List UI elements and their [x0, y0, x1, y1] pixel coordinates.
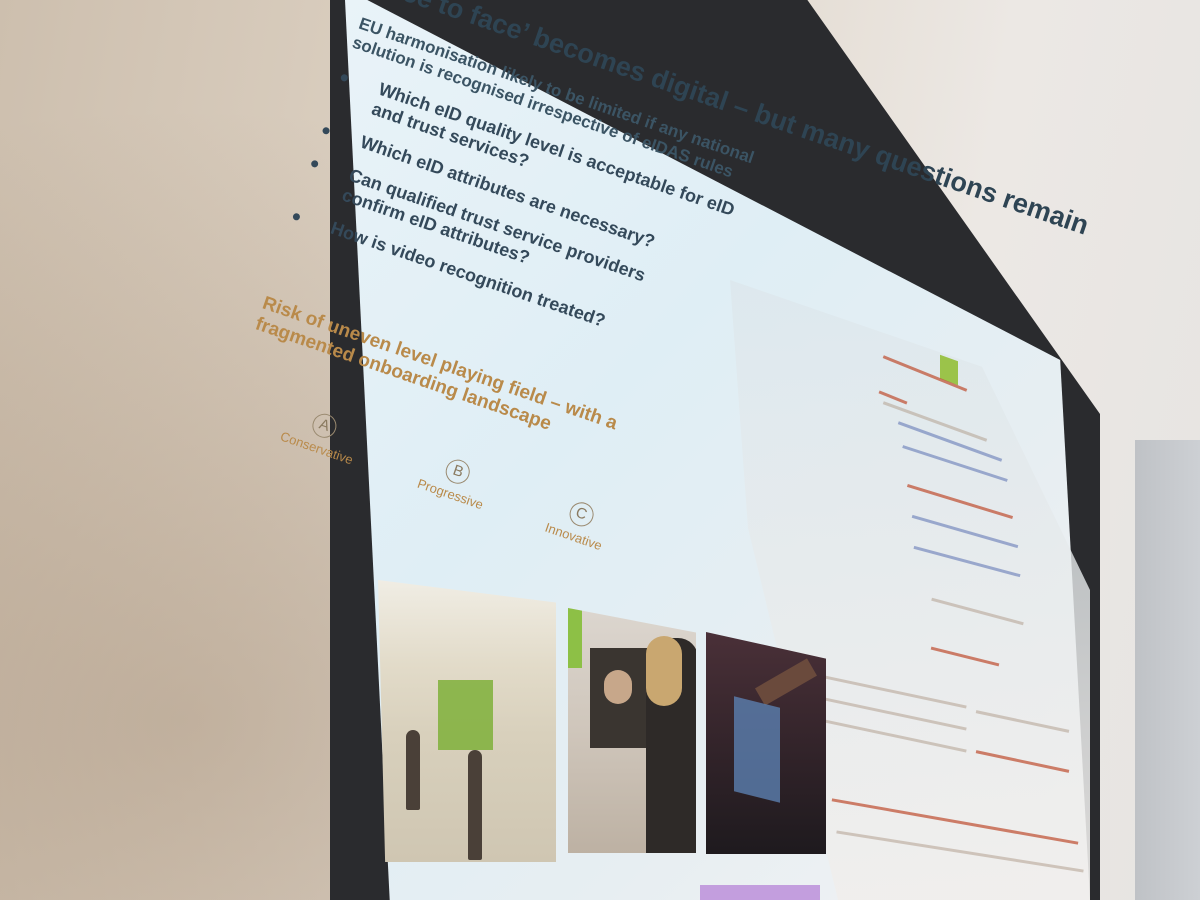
- bullet-dot-icon: [310, 159, 320, 169]
- person-hair: [646, 636, 682, 706]
- wall-corner: [1135, 440, 1200, 900]
- photo-video-call: [568, 608, 696, 853]
- green-pillar: [438, 680, 493, 750]
- screen-glow: [734, 696, 780, 803]
- person-figure: [406, 730, 420, 810]
- face-on-screen: [604, 670, 632, 704]
- photo-biometric: [706, 632, 826, 854]
- bottom-bar: [700, 885, 820, 900]
- green-accent: [568, 608, 582, 668]
- person-figure: [468, 750, 482, 860]
- bullet-dot-icon: [321, 126, 331, 136]
- arm: [755, 658, 817, 706]
- photo-branch-office: [378, 580, 556, 862]
- bullet-dot-icon: [291, 212, 301, 222]
- bullet-dot-icon: [339, 73, 349, 83]
